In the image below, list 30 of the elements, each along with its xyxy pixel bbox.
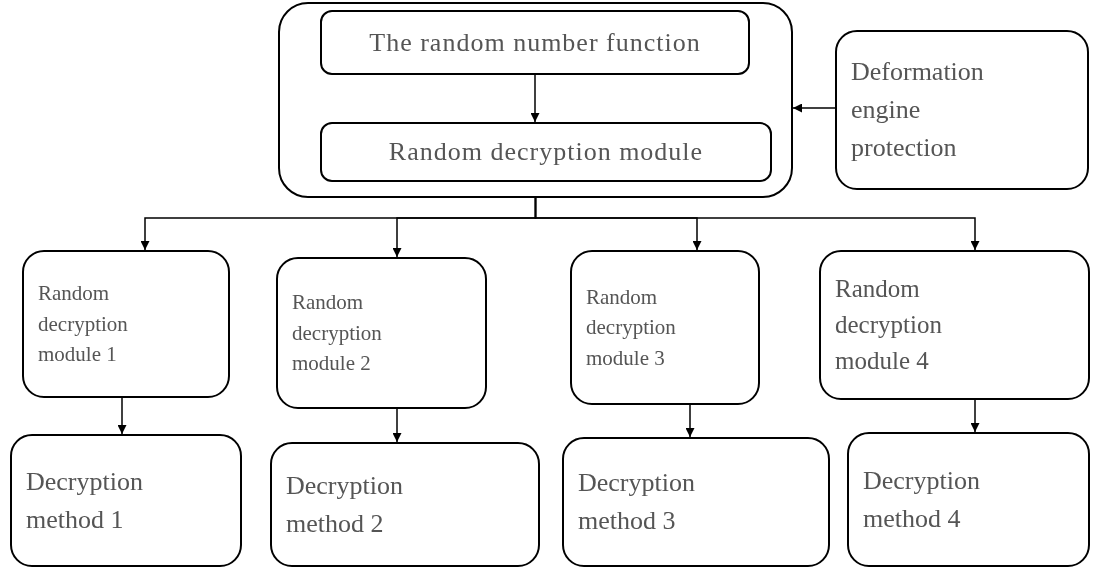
process-box (276, 257, 487, 409)
arrow (117, 397, 127, 435)
process-box (320, 10, 750, 75)
arrow (685, 404, 695, 438)
box-label: Decryption method 4 (863, 464, 981, 535)
arrow (792, 103, 836, 113)
arrow (530, 74, 540, 123)
box-label: Random decryption module 2 (292, 289, 383, 378)
process-box (562, 437, 830, 567)
box-label: Decryption method 1 (26, 465, 144, 536)
container-box (278, 2, 793, 198)
box-label: Random decryption module 4 (835, 273, 943, 377)
arrow (970, 399, 980, 433)
box-label: Random decryption module 1 (38, 280, 129, 369)
process-box (835, 30, 1089, 190)
box-label: The random number function (369, 26, 701, 59)
arrow (534, 197, 980, 251)
box-label: Deformation engine protection (851, 56, 985, 164)
box-label: Random decryption module (388, 136, 704, 169)
process-box (847, 432, 1090, 567)
process-box (570, 250, 760, 405)
arrow (392, 408, 402, 443)
process-box (819, 250, 1090, 400)
process-box (10, 434, 242, 567)
process-box (320, 122, 772, 182)
process-box (22, 250, 230, 398)
box-label: Random decryption module 3 (586, 283, 677, 372)
process-box (270, 442, 540, 567)
box-label: Decryption method 2 (286, 469, 404, 540)
box-label: Decryption method 3 (578, 467, 696, 537)
